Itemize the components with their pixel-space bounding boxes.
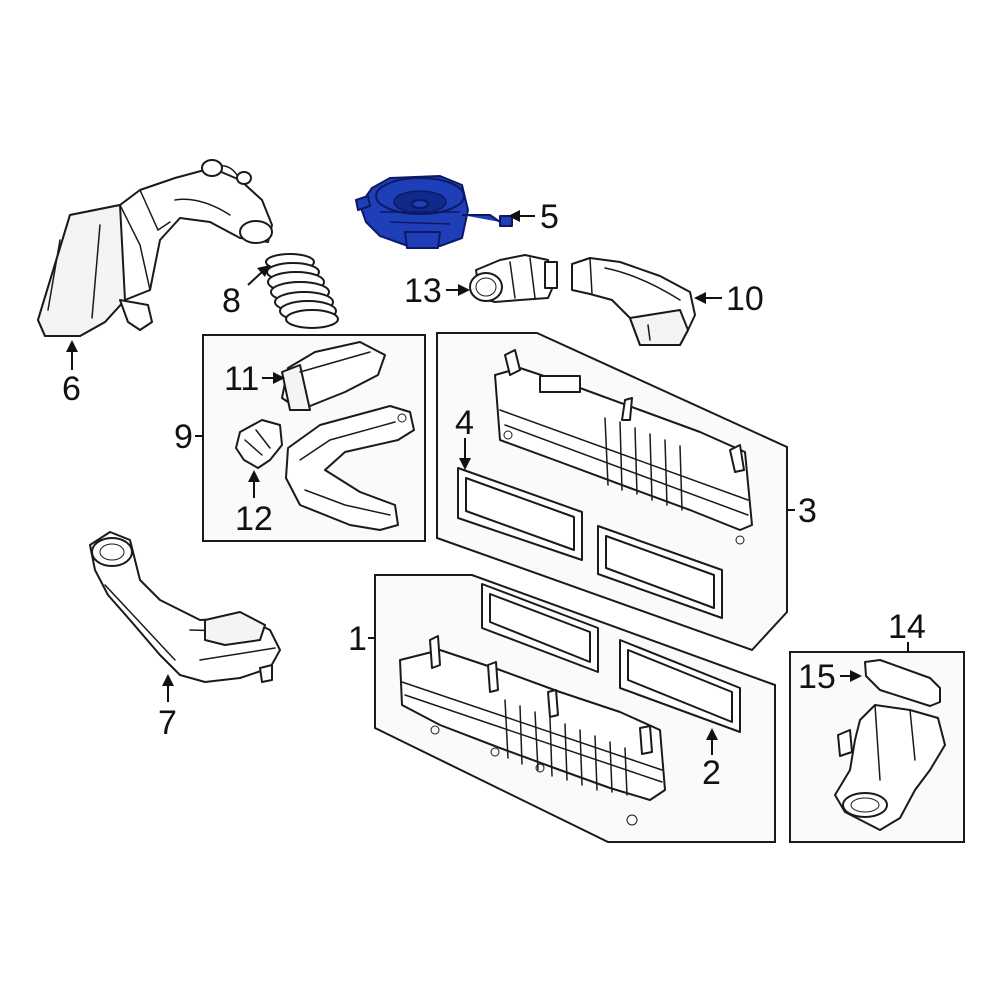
callout-11: 11 [224,360,259,398]
part-3-seal-frame-b [597,525,723,619]
part-15-seal[interactable] [864,659,941,707]
callout-10: 10 [726,280,764,318]
part-7-floor-duct[interactable] [89,531,281,683]
callout-8: 8 [222,282,241,320]
callout-4: 4 [455,404,474,442]
callout-13: 13 [404,272,442,310]
callout-5: 5 [540,198,559,236]
callout-7: 7 [158,704,177,742]
callout-9: 9 [174,418,193,456]
callout-6: 6 [62,370,81,408]
part-12-clip[interactable] [235,419,283,469]
callout-1: 1 [348,620,367,658]
part-4-seal-frame[interactable] [457,467,583,561]
leader-lines [66,210,909,755]
part-5-blower-motor[interactable] [355,175,513,249]
part-8-hose[interactable] [265,253,339,329]
callout-3: 3 [798,492,817,530]
part-9-duct[interactable] [285,405,415,531]
callout-2: 2 [702,754,721,792]
part-10-duct[interactable] [571,257,696,346]
part-1-seal-frame-b [481,583,599,673]
part-1-frame[interactable] [399,635,666,826]
part-2-seal-frame[interactable] [619,639,741,733]
part-3-frame[interactable] [494,349,753,545]
callout-12: 12 [235,500,273,538]
part-13-duct-connector[interactable] [469,254,558,303]
part-6-air-duct[interactable] [37,159,273,337]
callout-15: 15 [798,658,836,696]
part-14-duct[interactable] [834,704,946,831]
part-11-trim[interactable] [281,341,386,411]
callout-14: 14 [888,608,926,646]
